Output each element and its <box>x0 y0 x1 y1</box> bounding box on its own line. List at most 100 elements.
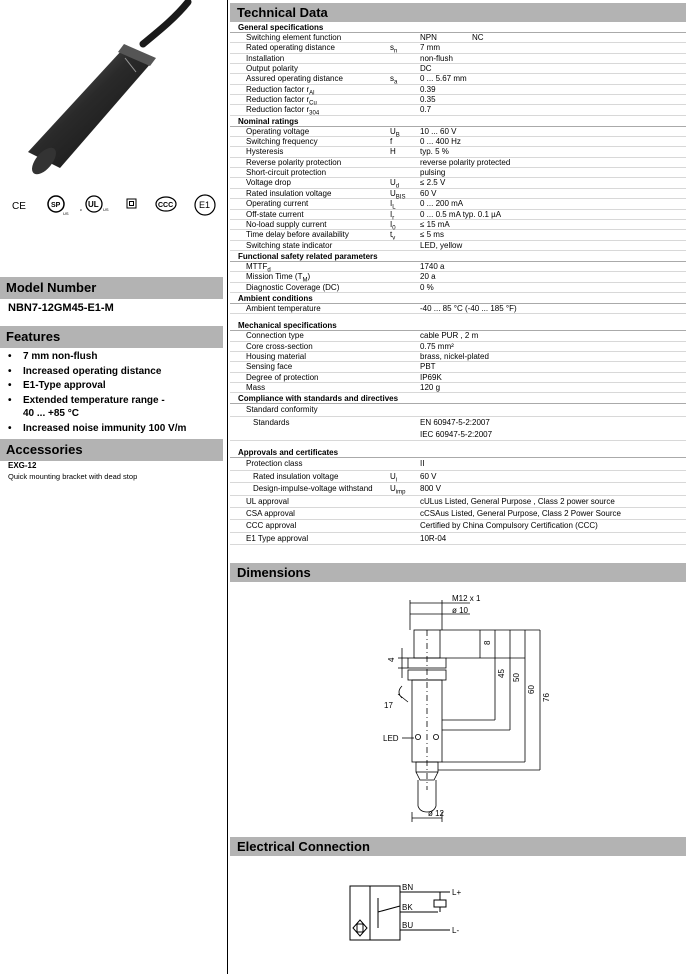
top-diameter-label: ø 10 <box>452 606 469 615</box>
spec-row: Reduction factor rAl 0.39 <box>230 84 686 96</box>
features-list: 7 mm non-flush Increased operating dista… <box>8 350 220 436</box>
led-label: LED <box>383 734 399 743</box>
svg-text:US: US <box>103 207 109 212</box>
column-divider <box>227 0 228 974</box>
dim-45-label: 45 <box>497 669 506 678</box>
spec-label: Reduction factor r304 <box>246 105 320 117</box>
spec-value: 20 a <box>420 272 436 282</box>
spec-value: 7 mm <box>420 43 440 53</box>
section-heading: Ambient conditions <box>230 293 686 304</box>
wire-bn-label: BN <box>402 883 413 892</box>
spec-symbol: sn <box>390 43 398 55</box>
accessory-name: EXG-12 <box>8 461 37 470</box>
spec-row: Diagnostic Coverage (DC) 0 % <box>230 283 686 293</box>
spec-label: Reduction factor rAl <box>246 84 315 97</box>
spec-value: ≤ 15 mA <box>420 219 450 229</box>
spec-label: CCC approval <box>246 521 297 531</box>
svg-text:c: c <box>80 207 82 212</box>
spec-value: typ. 5 % <box>420 147 449 157</box>
spec-value: -40 ... 85 °C (-40 ... 185 °F) <box>420 303 517 313</box>
spec-label: UL approval <box>246 496 289 506</box>
spec-label: Protection class <box>246 459 303 469</box>
spec-row: Operating voltage UB 10 ... 60 V <box>230 126 686 138</box>
feature-item: Increased operating distance <box>8 365 220 379</box>
feature-item: Extended temperature range - 40 ... +85 … <box>8 394 220 421</box>
feature-item: 7 mm non-flush <box>8 350 220 364</box>
spec-value: 0.39 <box>420 84 436 94</box>
spec-value: II <box>420 459 425 469</box>
spec-label: Off-state current <box>246 209 304 219</box>
spec-value: 0.35 <box>420 95 436 105</box>
spec-symbol: IL <box>390 199 396 211</box>
spec-row: MTTFd 1740 a <box>230 261 686 273</box>
spec-label: Degree of protection <box>246 372 319 382</box>
spec-value: pulsing <box>420 168 446 178</box>
spec-label: Switching element function <box>246 33 342 42</box>
spec-value: 0 ... 0.5 mA typ. 0.1 µA <box>420 209 502 219</box>
svg-text:US: US <box>63 211 69 216</box>
spec-label: MTTFd <box>246 261 271 274</box>
spec-value: 0 % <box>420 282 434 292</box>
spec-label: Reverse polarity protection <box>246 157 342 167</box>
svg-text:CE: CE <box>12 201 26 212</box>
spec-value: 800 V <box>420 484 441 494</box>
accessory-description: Quick mounting bracket with dead stop <box>8 472 138 481</box>
spec-value: cULus Listed, General Purpose , Class 2 … <box>420 496 615 506</box>
spec-value: 60 V <box>420 471 437 481</box>
spec-row: IEC 60947-5-2:2007 <box>230 429 686 442</box>
csa-logo-icon: SP US <box>45 193 71 219</box>
spec-label: Hysteresis <box>246 147 284 157</box>
spec-label: Assured operating distance <box>246 74 343 84</box>
spec-label: Core cross-section <box>246 341 313 351</box>
spec-label: Connection type <box>246 331 304 341</box>
spec-label: No-load supply current <box>246 219 327 229</box>
svg-text:SP: SP <box>51 202 61 209</box>
svg-text:E1: E1 <box>199 200 210 210</box>
spec-label: Operating current <box>246 199 309 209</box>
spec-value: IEC 60947-5-2:2007 <box>420 430 493 440</box>
spec-row: Standard conformity <box>230 404 686 417</box>
svg-text:CCC: CCC <box>158 202 173 209</box>
ce-mark-icon: CE <box>10 193 32 219</box>
spec-label: Diagnostic Coverage (DC) <box>246 282 340 292</box>
spec-label: Sensing face <box>246 362 293 372</box>
spec-symbol: UB <box>390 126 400 139</box>
section-heading: Mechanical specifications <box>230 320 686 332</box>
spec-label: Operating voltage <box>246 126 310 136</box>
spec-value: IP69K <box>420 372 442 382</box>
spec-value: 60 V <box>420 188 437 198</box>
spec-label: Output polarity <box>246 64 299 74</box>
spec-symbol: sa <box>390 74 398 86</box>
spec-value: 10 ... 60 V <box>420 126 457 136</box>
spec-label: Reduction factor rCu <box>246 95 317 107</box>
spec-row: No-load supply current I0 ≤ 15 mA <box>230 219 686 231</box>
spec-label: Mass <box>246 382 266 392</box>
spec-label: Rated insulation voltage <box>246 188 332 198</box>
spec-symbol: I0 <box>390 219 396 232</box>
spec-value: 0.7 <box>420 105 432 115</box>
dim-8-label: 8 <box>483 640 492 645</box>
wire-bk-label: BK <box>402 903 413 912</box>
e1-approval-icon: E1 <box>193 193 219 219</box>
spec-label: Voltage drop <box>246 178 291 188</box>
feature-item: Increased noise immunity 100 V/m <box>8 422 220 436</box>
spec-value: 1740 a <box>420 261 445 271</box>
spec-symbol: tv <box>390 230 396 242</box>
supply-minus-label: L- <box>452 926 459 935</box>
spec-symbol: Uimp <box>390 484 406 496</box>
